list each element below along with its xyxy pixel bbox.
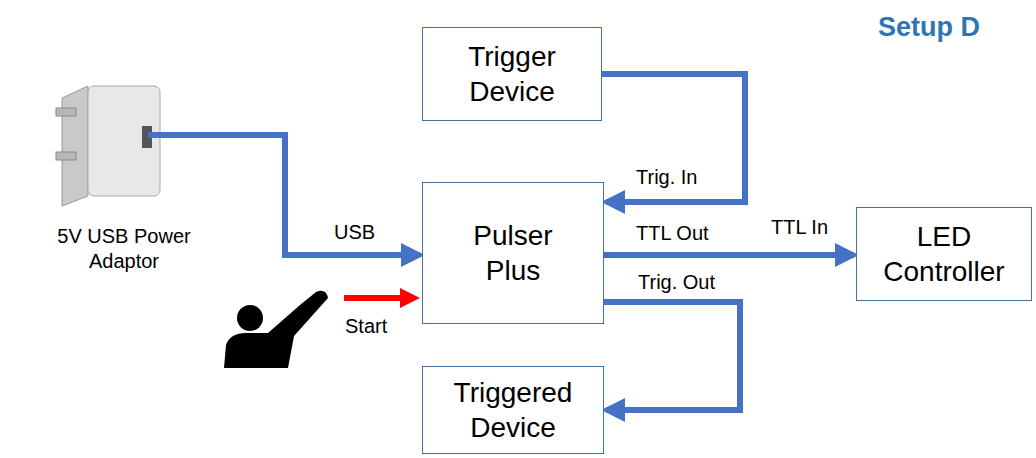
signal-label: USB	[334, 220, 375, 244]
pulser-box: Pulser Plus	[422, 182, 604, 324]
signal-label: Trig. Out	[638, 270, 715, 294]
connector-arrow	[604, 252, 854, 258]
signal-label: TTL Out	[636, 221, 709, 245]
signal-label: TTL In	[771, 215, 828, 239]
action-label: Start	[345, 314, 387, 338]
box-label: Trigger Device	[437, 39, 587, 109]
power-adaptor-picture	[56, 86, 160, 206]
person-icon	[224, 291, 328, 368]
box-label: Triggered Device	[433, 375, 593, 445]
controller-box: LED Controller	[856, 207, 1032, 301]
start-arrow	[344, 288, 420, 308]
device-box: Triggered Device	[422, 366, 604, 454]
diagram-title: Setup D	[878, 12, 980, 43]
signal-label: Trig. In	[636, 165, 698, 189]
box-label: Pulser Plus	[453, 218, 573, 288]
device-box: Trigger Device	[422, 27, 602, 121]
connector-arrow	[602, 74, 745, 202]
power-adaptor: 5V USB Power Adaptor	[88, 86, 160, 196]
box-label: LED Controller	[869, 219, 1019, 289]
connector-arrow	[604, 302, 740, 410]
adaptor-label: 5V USB Power Adaptor	[24, 224, 224, 274]
